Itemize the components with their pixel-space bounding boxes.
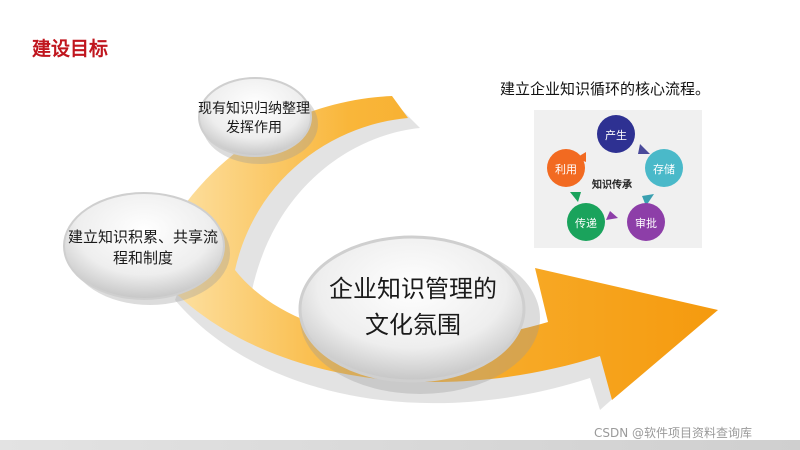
footer-bar [0,440,800,450]
bubble-left-label: 建立知识积累、共享流程和制度 [68,228,219,267]
node-use-label: 利用 [555,163,577,176]
node-approve-label: 审批 [635,217,657,230]
bubble-top [198,77,312,157]
node-produce-label: 产生 [605,129,627,142]
node-store [645,149,683,187]
cycle-center-label: 知识传承 [592,180,632,191]
bubble-main [298,235,526,383]
watermark: CSDN @软件项目资料查询库 [594,426,753,440]
orange-arrow [150,96,718,400]
node-approve [627,203,665,241]
page-title: 建设目标 [32,38,109,60]
bubble-left [63,192,225,300]
node-produce [597,115,635,153]
node-transfer-label: 传递 [575,217,597,230]
node-store-label: 存储 [653,163,675,176]
node-transfer [567,203,605,241]
node-use [547,149,585,187]
bubble-main-label: 企业知识管理的文化氛围 [329,275,497,339]
subtitle: 建立企业知识循环的核心流程。 [500,80,711,98]
bubble-top-label: 现有知识归纳整理发挥作用 [198,101,310,136]
cycle-graphic [547,115,683,241]
